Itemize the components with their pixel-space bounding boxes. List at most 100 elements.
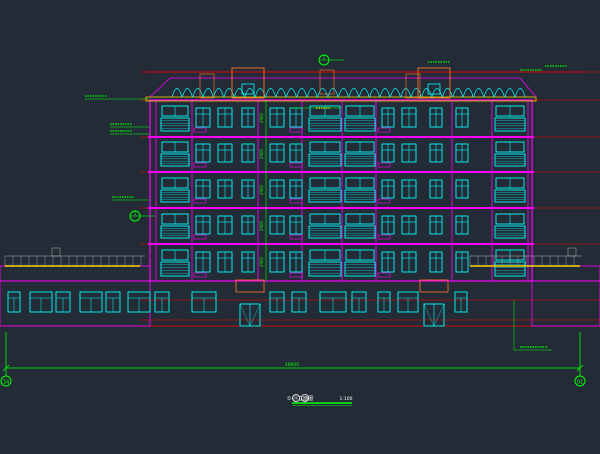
roof-tile-15 (327, 88, 339, 98)
rail-pier-left (51, 247, 61, 257)
balcony-rail-3-12 (494, 225, 526, 239)
panel-0-2 (377, 127, 391, 133)
balcony-rail-1-12 (494, 153, 526, 167)
dormer-window-1 (427, 83, 441, 95)
dormer-window-0 (241, 83, 255, 95)
panel-0-1 (289, 127, 303, 133)
axis-label-right: 01 (577, 380, 583, 386)
title-bubble-1 (292, 394, 300, 402)
roof-tile-18 (358, 88, 370, 98)
roof-tile-25 (431, 88, 443, 98)
roof-tile-4 (213, 88, 224, 98)
roof-tile-2 (192, 88, 204, 98)
section-mark-top-label: 1 (323, 55, 326, 60)
entrance-door-swing-a-0 (239, 303, 251, 327)
roof-tile-21 (390, 88, 401, 98)
floor-height-label-1: 2900 (259, 148, 264, 159)
dormer-1 (417, 67, 451, 99)
roof-tile-29 (473, 88, 484, 98)
podium-left (0, 265, 151, 327)
leader-notes (85, 61, 567, 351)
podium-floor (0, 247, 600, 327)
roof-tile-28 (462, 88, 474, 98)
entrance-door-swing-b-0 (249, 303, 261, 327)
roof-tile-23 (410, 88, 422, 98)
panel-2-2 (377, 198, 391, 204)
entrance-canopy-0 (235, 279, 265, 293)
panel-1-1 (289, 162, 303, 168)
balcony-rail-0-7 (344, 117, 376, 132)
panel-3-0 (193, 234, 207, 240)
panel-3-1 (289, 234, 303, 240)
roof-tile-24 (421, 88, 432, 98)
drawing-scale: 1:100 (340, 396, 353, 402)
roof-tile-20 (379, 88, 391, 98)
balcony-rail-2-7 (344, 189, 376, 203)
roof-tile-1 (182, 88, 193, 98)
roof-tile-12 (296, 88, 308, 98)
roof-tile-9 (265, 88, 276, 98)
floor-height-dimensions: 2900 2900 2900 2900 2900 (259, 100, 267, 281)
roof-tile-5 (223, 88, 235, 98)
section-mark-side-label: 1 (134, 211, 137, 216)
floor-height-label-2: 2900 (259, 184, 264, 195)
floor-height-label-3: 2900 (259, 220, 264, 231)
roof-ornament-1 (405, 73, 421, 99)
title-bubble-2 (301, 394, 309, 402)
floor-height-label-4: 2900 (259, 256, 264, 267)
podium-right (531, 265, 600, 327)
axis-label-left: 34 (3, 380, 9, 386)
balcony-rail-0-0 (160, 117, 190, 132)
roof-tile-33 (514, 88, 526, 98)
balcony-rail-2-0 (160, 189, 190, 203)
rail-pier-right (567, 247, 577, 257)
entrance-door-swing-b-1 (433, 303, 445, 327)
roof-tile-14 (317, 88, 328, 98)
balcony-rail-1-0 (160, 153, 190, 167)
floor-height-label-0: 2900 (259, 112, 264, 123)
panel-4-0 (193, 272, 207, 278)
roof-tile-32 (504, 88, 516, 98)
roof-tile-7 (244, 88, 256, 98)
roof-tile-17 (348, 88, 360, 98)
drawing-title: ①-⑪立面图 (287, 395, 313, 402)
dimension-tick-right (576, 364, 584, 372)
roof-tile-10 (275, 88, 287, 98)
roof-tile-31 (494, 88, 505, 98)
entrance-door-swing-a-1 (423, 303, 435, 327)
dormer-0 (231, 67, 265, 99)
roof-tile-0 (171, 88, 183, 98)
balcony-rail-2-12 (494, 189, 526, 203)
balcony-rail-1-7 (344, 153, 376, 167)
roof-tile-11 (286, 88, 297, 98)
roof-tile-16 (338, 88, 349, 98)
dimension-tick-left (2, 364, 10, 372)
panel-1-0 (193, 162, 207, 168)
panel-2-0 (193, 198, 207, 204)
roof-ornament-2 (319, 69, 335, 95)
balcony-rail-4-6 (308, 261, 342, 277)
roof-tile-13 (306, 88, 318, 98)
panel-3-2 (377, 234, 391, 240)
panel-4-1 (289, 272, 303, 278)
panel-0-0 (193, 127, 207, 133)
roof-tile-27 (452, 88, 464, 98)
roof-tile-19 (369, 88, 380, 98)
roof-tile-30 (483, 88, 495, 98)
balcony-rail-3-7 (344, 225, 376, 239)
panel-1-2 (377, 162, 391, 168)
balcony-rail-1-6 (308, 153, 342, 167)
balcony-rail-0-12 (494, 117, 526, 132)
entrance-canopy-1 (419, 279, 449, 293)
panel-2-1 (289, 198, 303, 204)
roof-profile (149, 77, 537, 98)
roof-tile-3 (202, 88, 214, 98)
annotations: 2900 2900 2900 2900 2900 34 01 48900 1 1 (0, 54, 586, 406)
overall-dimension-text: 48900 (285, 362, 299, 368)
balcony-rail-2-6 (308, 189, 342, 203)
main-building (145, 96, 537, 282)
roof-tile-6 (234, 88, 245, 98)
balcony-rail-4-0 (160, 261, 190, 277)
